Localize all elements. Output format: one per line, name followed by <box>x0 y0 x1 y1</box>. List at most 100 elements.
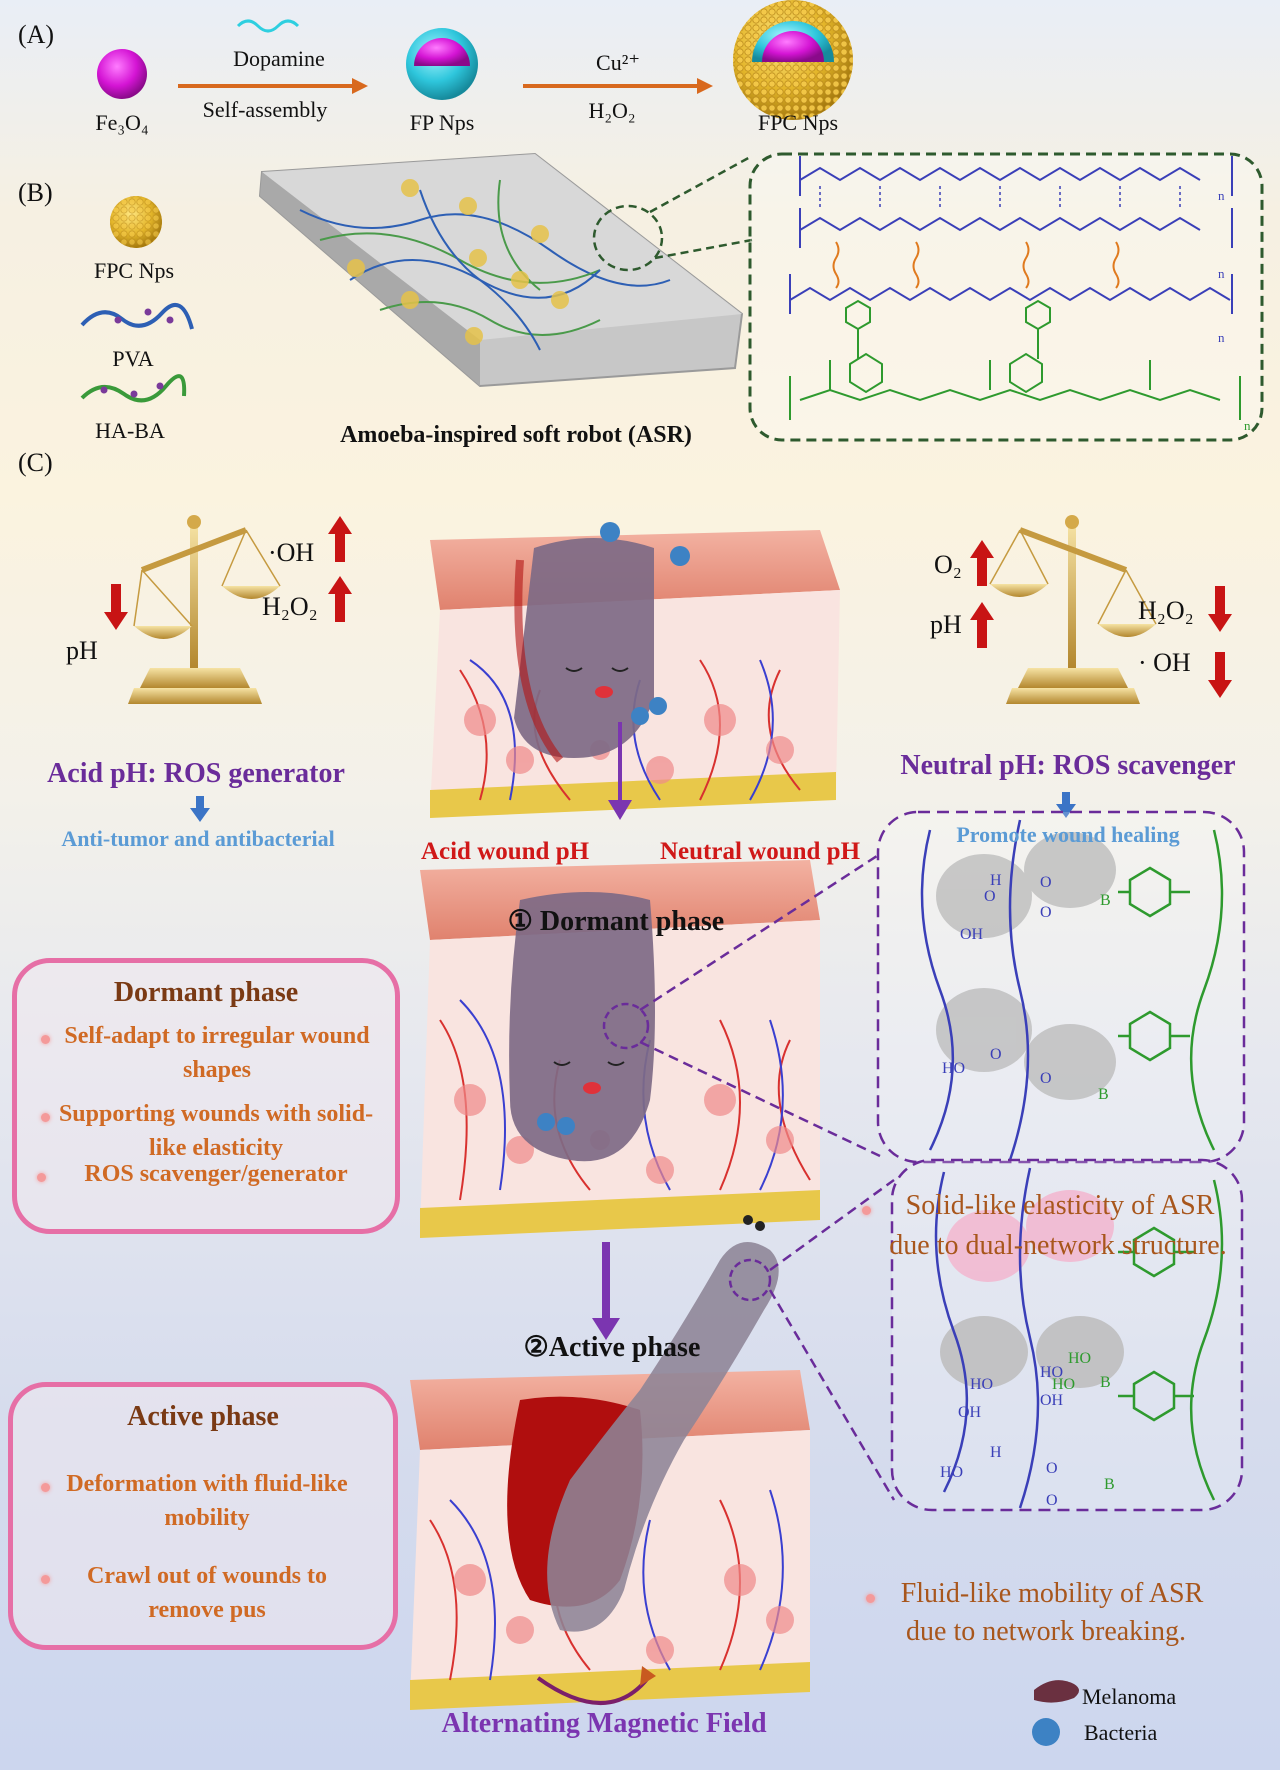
chem-b-4: B <box>1104 1476 1115 1493</box>
left-ph-label: pH <box>66 636 98 665</box>
right-balance-scale <box>989 515 1157 704</box>
right-ph-label: pH <box>930 610 962 639</box>
asr-slab <box>258 152 744 388</box>
note-dot <box>866 1594 875 1603</box>
dopamine-label: Dopamine <box>233 46 325 71</box>
bullet-dot <box>41 1575 50 1584</box>
pva-chains <box>789 156 1233 314</box>
magnetic-field-arrow <box>536 1676 650 1705</box>
right-o2-label: O₂ <box>934 550 962 579</box>
asr-robot-dormant <box>509 892 655 1162</box>
active-bullet-1: Deformation with fluid-like mobility <box>66 1471 348 1531</box>
chem-b-3: B <box>1100 1374 1111 1391</box>
active-bullet-2: Crawl out of wounds to remove pus <box>86 1563 328 1623</box>
dormant-bullet-1: Self-adapt to irregular wound shapes <box>64 1023 370 1083</box>
panel-c-graphics <box>104 515 1246 1746</box>
chem-structure-box <box>748 152 1264 442</box>
chem-o-5: O <box>1040 1070 1052 1087</box>
legend-pva-icon <box>80 302 194 330</box>
h2o2-up-arrow <box>328 576 352 622</box>
left-down-arrow <box>190 796 210 822</box>
skin-block-active <box>410 1215 810 1710</box>
dormant-phase-heading: ① Dormant phase <box>507 906 725 937</box>
chem-n-4: n <box>1244 418 1251 433</box>
neutral-wound-label: Neutral wound pH <box>659 838 861 865</box>
o2-up-arrow <box>970 540 994 586</box>
haba-chain <box>789 352 1241 420</box>
right-down-arrow <box>1056 792 1076 818</box>
chem-o-2: O <box>1040 874 1052 891</box>
left-title: Acid pH: ROS generator <box>47 758 345 789</box>
asr-robot-dormant-top <box>514 538 654 758</box>
oh-up-arrow <box>328 516 352 562</box>
left-balance-scale <box>128 515 281 704</box>
cu-label: Cu²⁺ <box>596 50 640 75</box>
left-oh-label: ·OH <box>268 538 315 567</box>
dormant-bullet-3: ROS scavenger/generator <box>84 1161 348 1187</box>
legend-haba-label: HA-BA <box>95 418 165 443</box>
fpc-label: FPC Nps <box>757 110 839 135</box>
active-note-line-2: due to network breaking. <box>906 1616 1186 1647</box>
active-note-line-1: Fluid-like mobility of ASR <box>900 1578 1204 1609</box>
chem-o-6: O <box>1046 1460 1058 1477</box>
legend-pva-label: PVA <box>112 346 154 371</box>
dormant-box-title: Dormant phase <box>113 977 299 1008</box>
acid-wound-label: Acid wound pH <box>420 838 590 865</box>
right-subtitle: Promote wound healing <box>956 822 1180 847</box>
asr-robot-active <box>547 1242 779 1632</box>
h2o2-label: H₂O₂ <box>588 98 636 123</box>
chem-oh-2: OH <box>958 1404 982 1421</box>
chem-o-1: O <box>984 888 996 905</box>
bacteria-icon <box>1032 1718 1060 1746</box>
bullet-dot <box>41 1113 50 1122</box>
asr-caption: Amoeba-inspired soft robot (ASR) <box>340 422 692 448</box>
magnetic-field-label: Alternating Magnetic Field <box>441 1708 767 1739</box>
ph-branch-arrow <box>608 722 632 820</box>
h2o2-down-arrow <box>1208 586 1232 632</box>
chem-h-2: H <box>990 1444 1002 1461</box>
oh-down-arrow <box>1208 652 1232 698</box>
fp-label: FP Nps <box>409 110 475 135</box>
ph-up-arrow <box>970 602 994 648</box>
chem-oh-1: OH <box>960 926 984 943</box>
legend-bacteria-label: Bacteria <box>1084 1720 1158 1745</box>
dopamine-squiggle <box>236 19 300 33</box>
panel-b-graphics <box>80 152 1264 442</box>
self-assembly-label: Self-assembly <box>202 97 328 122</box>
panel-a-label: (A) <box>18 20 55 49</box>
active-box-title: Active phase <box>127 1401 279 1432</box>
fe3o4-label: Fe₃O₄ <box>95 110 149 135</box>
chem-o-7: O <box>1046 1492 1058 1509</box>
phase-arrow <box>592 1242 620 1340</box>
legend-fpc-label: FPC Nps <box>93 258 175 283</box>
skin-block-top <box>430 522 840 818</box>
chem-o-4: O <box>990 1046 1002 1063</box>
chem-oh-3: OH <box>1040 1392 1064 1409</box>
active-phase-box: Active phase Deformation with fluid-like… <box>8 1382 398 1650</box>
bullet-dot <box>37 1173 46 1182</box>
chem-ho-1: HO <box>942 1060 966 1077</box>
panel-b-label: (B) <box>18 178 53 207</box>
left-subtitle: Anti-tumor and antibacterial <box>61 826 335 851</box>
fe3o4-particle <box>97 49 147 99</box>
bullet-dot <box>41 1483 50 1492</box>
chem-n-1: n <box>1218 188 1225 203</box>
right-h2o2-label: H₂O₂ <box>1138 596 1194 625</box>
dormant-phase-box: Dormant phase Self-adapt to irregular wo… <box>12 958 400 1234</box>
chem-n-2: n <box>1218 266 1225 281</box>
chem-b-1: B <box>1100 892 1111 909</box>
right-title: Neutral pH: ROS scavenger <box>900 750 1236 781</box>
chem-o-3: O <box>1040 904 1052 921</box>
chem-ho-2: HO <box>970 1376 994 1393</box>
chem-ho-6: HO <box>940 1464 964 1481</box>
legend-melanoma-label: Melanoma <box>1082 1684 1177 1709</box>
bullet-dot <box>41 1035 50 1044</box>
panel-c-label: (C) <box>18 448 53 477</box>
dormant-bullet-2: Supporting wounds with solid-like elasti… <box>58 1101 374 1161</box>
chem-ho-3: HO <box>1040 1364 1064 1381</box>
active-phase-heading: ②Active phase <box>523 1332 701 1363</box>
chem-h-1: H <box>990 872 1002 889</box>
left-h2o2-label: H₂O₂ <box>262 592 318 621</box>
chem-b-2: B <box>1098 1086 1109 1103</box>
note-dot <box>862 1206 871 1215</box>
